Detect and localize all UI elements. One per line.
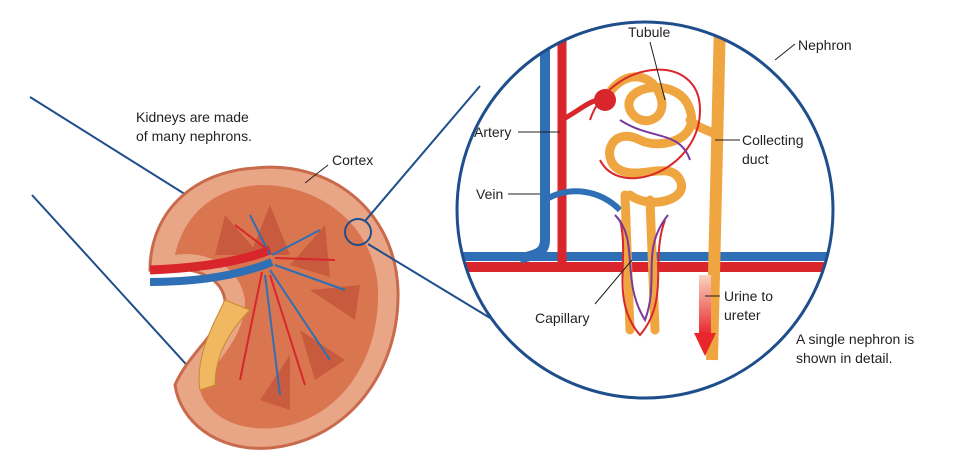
label-line: duct	[742, 151, 769, 167]
zoom-line	[367, 243, 511, 331]
urine-flow-arrow	[699, 275, 711, 335]
pointer-line	[31, 194, 206, 386]
zoom-circle-small	[344, 218, 372, 246]
caption-line: Kidneys are made	[136, 109, 249, 125]
caption-single-nephron: A single nephron is shown in detail.	[796, 330, 914, 368]
nephron-illustration	[457, 22, 830, 361]
label-artery: Artery	[474, 124, 512, 140]
label-line: ureter	[724, 307, 761, 323]
caption-line: shown in detail.	[796, 350, 893, 366]
label-leaders	[304, 41, 796, 305]
zoom-line	[364, 85, 481, 222]
caption-line: of many nephrons.	[136, 128, 252, 144]
label-line: Collecting	[742, 132, 804, 148]
caption-line: A single nephron is	[796, 331, 915, 347]
label-vein: Vein	[476, 186, 504, 202]
label-urine-to-ureter: Urine to ureter	[724, 287, 773, 325]
label-cortex: Cortex	[332, 152, 374, 168]
label-tubule: Tubule	[628, 24, 671, 40]
label-capillary: Capillary	[535, 310, 590, 326]
kidney-illustration	[148, 165, 400, 450]
label-collecting-duct: Collecting duct	[742, 131, 803, 169]
nephron-detail-circle	[457, 22, 833, 398]
label-nephron: Nephron	[798, 37, 852, 53]
caption-kidneys: Kidneys are made of many nephrons.	[136, 108, 252, 146]
label-line: Urine to	[724, 288, 774, 304]
